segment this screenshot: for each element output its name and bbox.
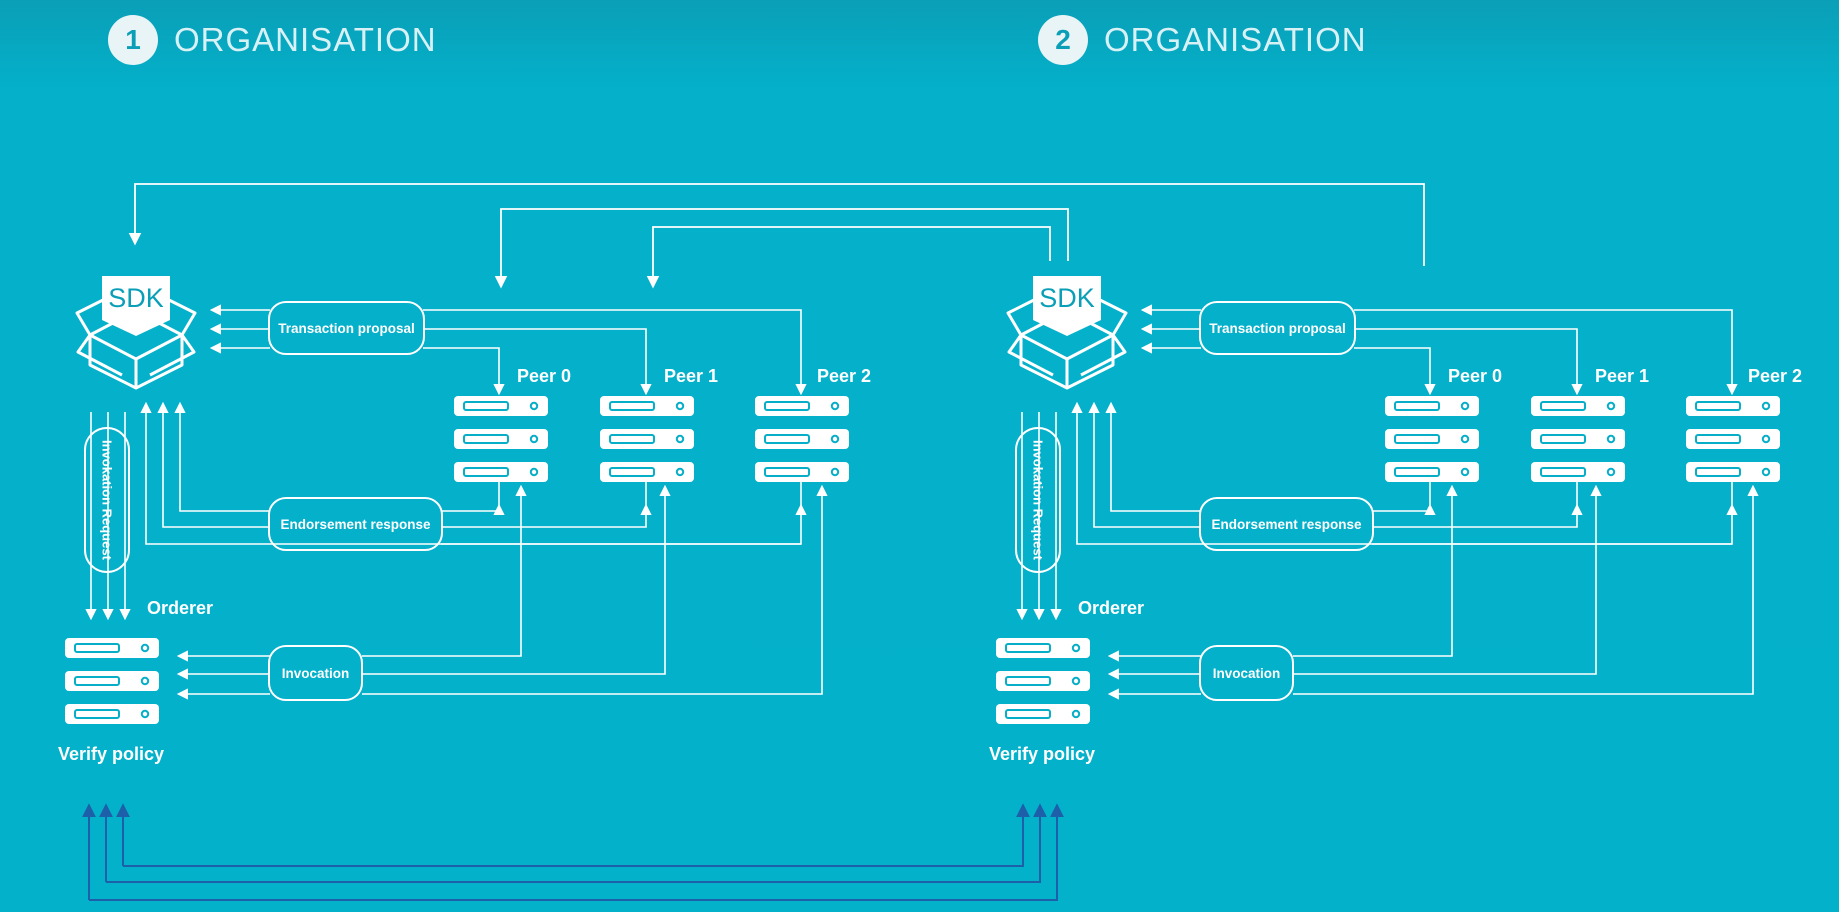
org2-endorsement-response: Endorsement response bbox=[1199, 497, 1374, 551]
org1-invocation: Invocation bbox=[268, 645, 363, 701]
org2-peer2-label: Peer 2 bbox=[1748, 366, 1803, 386]
org1-orderer-label: Orderer bbox=[147, 598, 214, 618]
cross-link-outer bbox=[128, 183, 1425, 266]
org1-peer0-server-icon bbox=[454, 396, 548, 482]
org1-peer0-label: Peer 0 bbox=[517, 366, 572, 386]
org1-peer2-label: Peer 2 bbox=[817, 366, 872, 386]
org2-peer0-server-icon bbox=[1385, 396, 1479, 482]
org2-title: ORGANISATION bbox=[1104, 21, 1367, 58]
org1-sdk-box-icon bbox=[75, 276, 197, 390]
org1-peer2-server-icon bbox=[755, 396, 849, 482]
org2-number-badge: 2 bbox=[1038, 15, 1088, 65]
cross-org-links bbox=[128, 183, 1425, 289]
cross-link-middle bbox=[494, 208, 1069, 289]
org1-endorsement-response: Endorsement response bbox=[268, 497, 443, 551]
org1-number-badge: 1 bbox=[108, 15, 158, 65]
org2-verify-policy-label: Verify policy bbox=[989, 744, 1096, 764]
org2-invocation-request-pill: Invokation Request bbox=[1015, 427, 1061, 573]
org2-diagram bbox=[996, 276, 1780, 724]
org1-title: ORGANISATION bbox=[174, 21, 437, 58]
org1-invocation-request-label: Invokation Request bbox=[99, 440, 115, 560]
org1-diagram bbox=[65, 276, 849, 724]
org1-header: 1 ORGANISATION bbox=[108, 15, 437, 65]
org2-sdk-label: SDK bbox=[1039, 283, 1095, 313]
org1-verify-policy-label: Verify policy bbox=[58, 744, 165, 764]
orderer-sync-links bbox=[82, 803, 1064, 901]
org2-peer1-server-icon bbox=[1531, 396, 1625, 482]
org1-transaction-proposal: Transaction proposal bbox=[268, 301, 425, 355]
org2-peer1-label: Peer 1 bbox=[1595, 366, 1650, 386]
org2-invocation: Invocation bbox=[1199, 645, 1294, 701]
org2-header: 2 ORGANISATION bbox=[1038, 15, 1367, 65]
org2-orderer-server-icon bbox=[996, 638, 1090, 724]
org1-sdk-label: SDK bbox=[108, 283, 164, 313]
org2-sdk-box-icon bbox=[1006, 276, 1128, 390]
org2-peer0-label: Peer 0 bbox=[1448, 366, 1503, 386]
org1-peer1-label: Peer 1 bbox=[664, 366, 719, 386]
org2-peer2-server-icon bbox=[1686, 396, 1780, 482]
org1-orderer-server-icon bbox=[65, 638, 159, 724]
org1-peer1-server-icon bbox=[600, 396, 694, 482]
org2-invocation-request-label: Invokation Request bbox=[1030, 440, 1046, 560]
cross-link-inner bbox=[646, 226, 1051, 289]
org2-transaction-proposal: Transaction proposal bbox=[1199, 301, 1356, 355]
org2-orderer-label: Orderer bbox=[1078, 598, 1145, 618]
org1-invocation-request-pill: Invokation Request bbox=[84, 427, 130, 573]
